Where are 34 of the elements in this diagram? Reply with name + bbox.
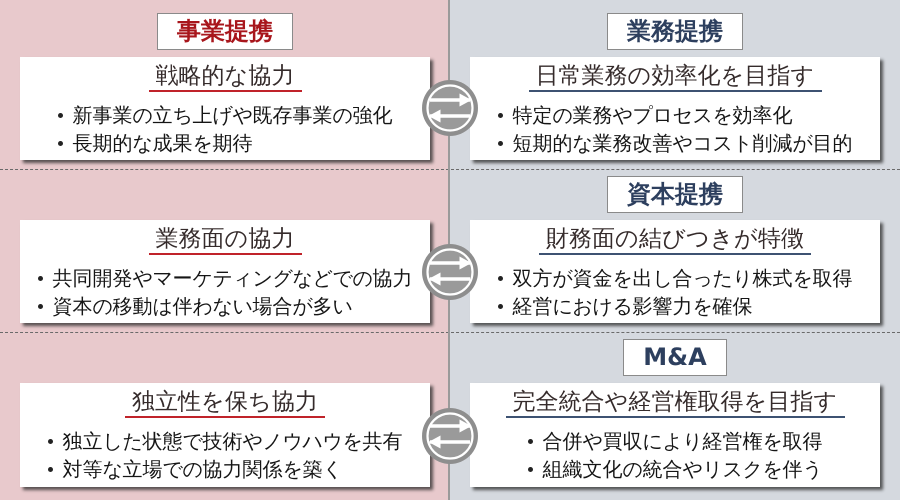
arrow bbox=[428, 110, 470, 122]
arrow bbox=[430, 256, 472, 270]
bullet-text: 双方が資金を出し合ったり株式を取得 bbox=[512, 265, 852, 292]
info-card bbox=[470, 383, 880, 487]
arrow bbox=[428, 272, 470, 286]
bullet-text: 特定の業務やプロセスを効率化 bbox=[512, 102, 792, 129]
info-card bbox=[470, 57, 880, 160]
bullet-text: 組織文化の統合やリスクを伴う bbox=[542, 456, 822, 483]
bullet-text: 対等な立場での協力関係を築く bbox=[62, 456, 342, 483]
card-title: 独立性を保ち協力 bbox=[125, 389, 325, 418]
bullet-text: 短期的な業務改善やコスト削減が目的 bbox=[512, 130, 852, 157]
card-title: 完全統合や経営権取得を目指す bbox=[506, 389, 844, 418]
info-card bbox=[20, 383, 430, 487]
bullet-text: 長期的な成果を期待 bbox=[72, 130, 252, 157]
heading-box: M&A bbox=[623, 339, 727, 376]
arrow bbox=[430, 94, 472, 106]
bullet-text: 新事業の立ち上げや既存事業の強化 bbox=[72, 102, 392, 129]
card-title: 戦略的な協力 bbox=[148, 63, 302, 92]
bullet-text: 資本の移動は伴わない場合が多い bbox=[52, 293, 352, 320]
heading-box: 事業提携 bbox=[157, 13, 293, 50]
heading-box: 資本提携 bbox=[607, 176, 743, 213]
heading-box: 業務提携 bbox=[607, 13, 743, 50]
bullet-text: 合併や買収により経営権を取得 bbox=[542, 428, 822, 455]
arrow bbox=[430, 420, 472, 432]
info-card bbox=[20, 57, 430, 160]
info-card bbox=[20, 220, 430, 323]
info-card bbox=[470, 220, 880, 323]
arrow bbox=[428, 436, 470, 448]
card-title: 日常業務の効率化を目指す bbox=[528, 63, 822, 92]
card-title: 財務面の結びつきが特徴 bbox=[539, 226, 811, 255]
bullet-text: 経営における影響力を確保 bbox=[512, 293, 752, 320]
bullet-text: 独立した状態で技術やノウハウを共有 bbox=[62, 428, 402, 455]
card-title: 業務面の協力 bbox=[148, 226, 302, 255]
bullet-text: 共同開発やマーケティングなどでの協力 bbox=[52, 265, 412, 292]
